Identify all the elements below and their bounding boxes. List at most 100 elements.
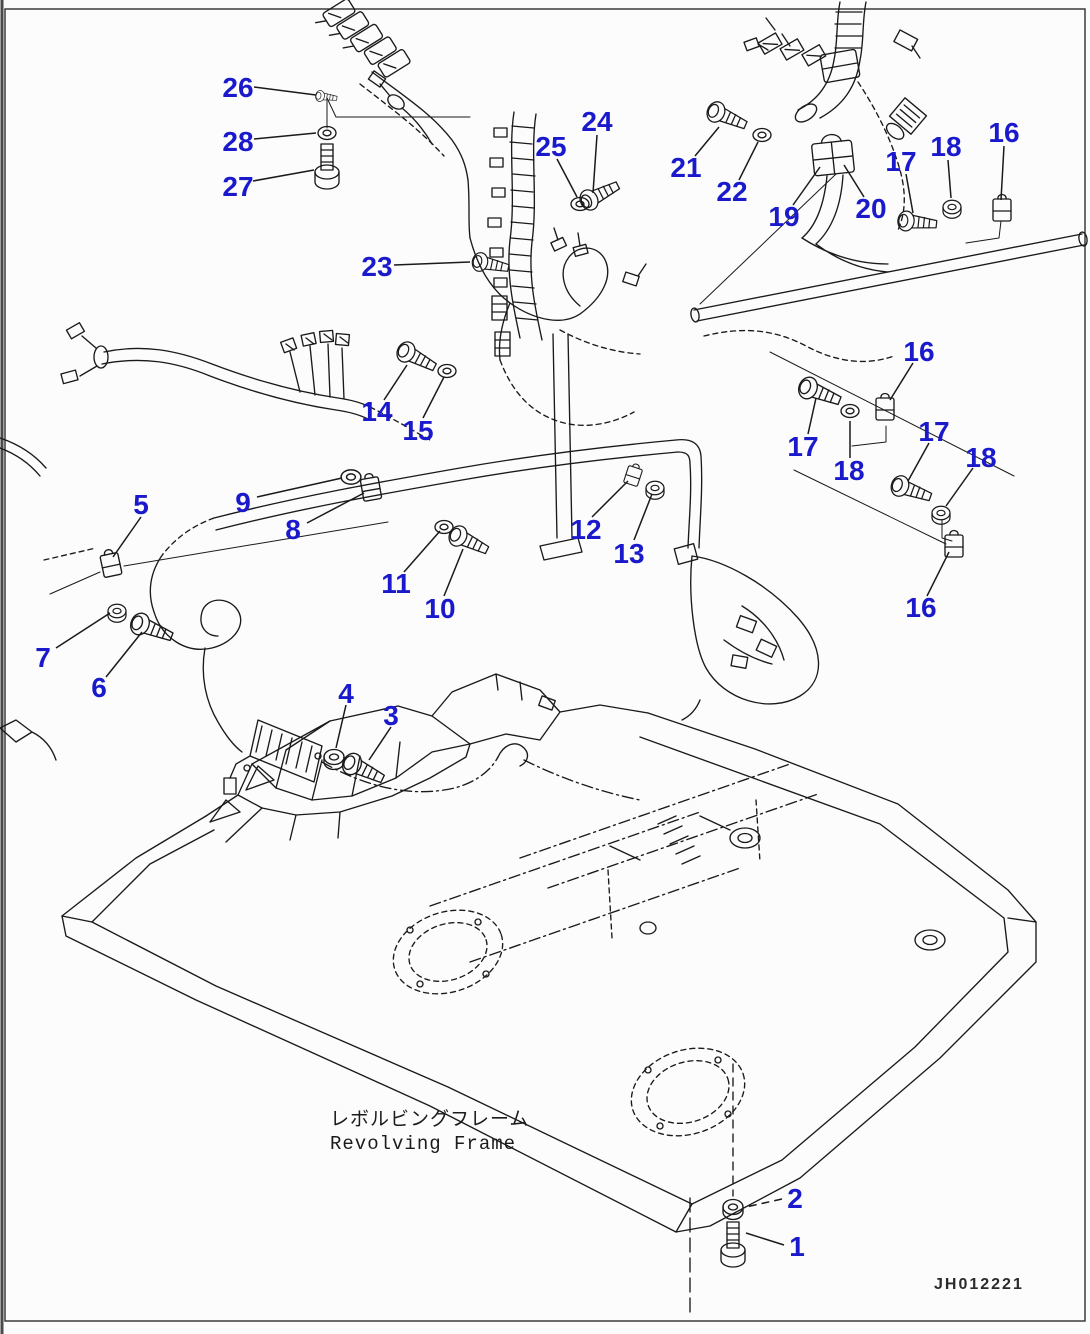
- leader-line-18: [945, 467, 974, 507]
- callout-number-26: 26: [222, 72, 253, 103]
- callout-number-19: 19: [768, 201, 799, 232]
- callout-number-27: 27: [222, 171, 253, 202]
- harness-mid-tube: [0, 437, 703, 761]
- part-bolt-26: [314, 89, 338, 105]
- callout-number-21: 21: [670, 152, 701, 183]
- callout-number-5: 5: [133, 489, 149, 520]
- harness-center: [469, 227, 647, 561]
- part-bolt-17a: [896, 209, 939, 235]
- callout-number-4: 4: [338, 678, 354, 709]
- part-nut-18c: [931, 505, 951, 525]
- frame-hole-left: [392, 909, 504, 995]
- revolving-frame-drawing: [61, 673, 1037, 1313]
- leader-line-1: [745, 1232, 785, 1246]
- callout-number-17: 17: [918, 416, 949, 447]
- callout-number-6: 6: [91, 672, 107, 703]
- leader-line-16: [926, 551, 950, 597]
- part-washer-22: [752, 127, 772, 143]
- callout-number-15: 15: [402, 415, 433, 446]
- part-clamp-5: [98, 547, 123, 579]
- leader-line-17: [907, 442, 930, 482]
- leader-line-2: [745, 1198, 783, 1208]
- callout-number-10: 10: [424, 593, 455, 624]
- harness-top-right: [699, 1, 1002, 305]
- leader-line-10: [443, 548, 464, 597]
- cable-bracket: [223, 719, 641, 801]
- caption-english: Revolving Frame: [330, 1133, 517, 1155]
- leader-line-28: [253, 132, 317, 140]
- leader-line-6: [105, 631, 143, 678]
- leader-line-19: [792, 166, 821, 206]
- leader-line-25: [556, 158, 578, 198]
- callout-number-24: 24: [581, 106, 613, 137]
- callout-number-20: 20: [855, 193, 886, 224]
- leader-line-18: [947, 159, 952, 199]
- leader-line-9: [256, 477, 343, 498]
- leader-line-24: [592, 134, 598, 194]
- leader-line-22: [738, 141, 759, 181]
- frame-drop-lines: [689, 1063, 734, 1313]
- part-nut-18a: [942, 199, 962, 219]
- part-bolt-17c: [887, 472, 935, 508]
- leader-line-4: [335, 704, 347, 749]
- frame-hole-bottom: [630, 1047, 746, 1137]
- callout-number-2: 2: [787, 1183, 803, 1214]
- callout-number-9: 9: [235, 487, 251, 518]
- callout-number-18: 18: [833, 455, 864, 486]
- part-nut-4: [323, 748, 345, 771]
- leader-line-7: [55, 612, 111, 649]
- callout-number-8: 8: [285, 514, 301, 545]
- callout-number-14: 14: [361, 396, 393, 427]
- callout-number-18: 18: [965, 442, 996, 473]
- part-washer-15: [437, 363, 457, 379]
- callout-number-1: 1: [789, 1231, 805, 1262]
- frame-vent-hatch: [657, 815, 701, 865]
- caption-japanese: レボルビングフレーム: [330, 1109, 530, 1131]
- leader-line-13: [633, 493, 653, 541]
- part-bolt-10: [445, 522, 493, 561]
- frame-caption: レボルビングフレーム Revolving Frame: [330, 1108, 529, 1156]
- part-washer-18b: [840, 403, 860, 419]
- callout-number-16: 16: [903, 336, 934, 367]
- leader-line-23: [393, 261, 471, 266]
- callout-number-17: 17: [787, 431, 818, 462]
- leader-line-12: [591, 480, 629, 518]
- callout-number-23: 23: [361, 251, 392, 282]
- callout-number-25: 25: [535, 131, 566, 162]
- part-nut-7: [107, 603, 127, 623]
- connector-bank-top-left: [314, 0, 411, 78]
- leader-line-17: [905, 173, 914, 214]
- callout-number-13: 13: [613, 538, 644, 569]
- connector-ladder: [487, 111, 543, 341]
- callout-leader-lines: [55, 86, 1005, 1246]
- part-bolt-3: [338, 749, 389, 790]
- callout-number-16: 16: [988, 117, 1019, 148]
- leader-line-16: [889, 362, 914, 401]
- leader-line-26: [253, 86, 317, 96]
- harness-loop: [673, 543, 820, 721]
- leader-line-5: [112, 516, 142, 558]
- callout-number-16: 16: [905, 592, 936, 623]
- leader-line-27: [252, 169, 315, 182]
- harness-left: [60, 321, 431, 441]
- leader-line-20: [843, 164, 865, 198]
- callout-number-7: 7: [35, 642, 51, 673]
- wiring-harness-drawing: [0, 0, 1088, 1268]
- harness-long-tube: [690, 231, 1088, 545]
- part-bolt-17b: [794, 373, 845, 412]
- part-bolt-27: [314, 143, 340, 190]
- leader-line-15: [422, 376, 445, 419]
- callout-number-28: 28: [222, 126, 253, 157]
- page-border: [4, 8, 1086, 1322]
- leader-line-21: [694, 126, 720, 157]
- leader-line-3: [368, 726, 392, 761]
- callout-number-18: 18: [930, 131, 961, 162]
- callout-number-17: 17: [885, 146, 916, 177]
- part-nut-13: [645, 480, 665, 500]
- part-bolt-1: [720, 1221, 746, 1268]
- leader-line-16: [1000, 145, 1005, 201]
- leader-line-11: [403, 530, 441, 573]
